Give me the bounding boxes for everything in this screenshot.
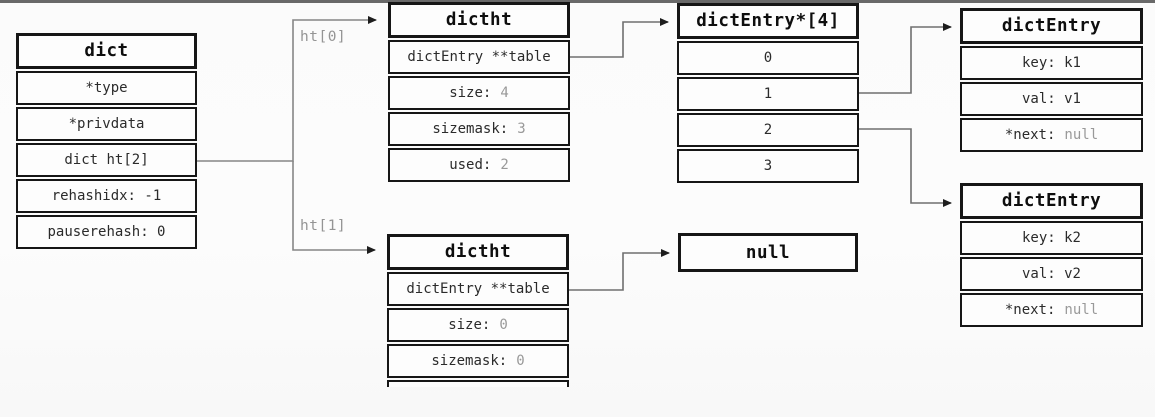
dictht1-node: dictht dictEntry **table size: 0 sizemas… <box>387 234 569 387</box>
connector-slot2-to-entry2 <box>858 128 952 207</box>
dictht1-row-size: size: 0 <box>387 308 569 342</box>
entry2-row-val: val: v2 <box>960 257 1143 291</box>
row-label: size: <box>449 85 492 101</box>
dictht0-row-table: dictEntry **table <box>388 40 570 74</box>
row-value: null <box>1064 127 1099 143</box>
entry1-row-val: val: v1 <box>960 82 1143 116</box>
null-title: null <box>678 233 858 272</box>
entry-array-slot-3: 3 <box>677 149 859 183</box>
entry-array-slot-0: 0 <box>677 41 859 75</box>
dict-row-rehashidx: rehashidx: -1 <box>16 179 197 213</box>
ht0-label: ht[0] <box>300 29 347 45</box>
connector-table1-to-null <box>569 249 670 291</box>
dictht1-partial-row <box>387 380 569 387</box>
dict-node: dict *type *privdata dict ht[2] rehashid… <box>16 33 197 249</box>
connector-table0-to-entry-array <box>570 18 669 58</box>
dict-row-ht: dict ht[2] <box>16 143 197 177</box>
row-label: *next: <box>1004 127 1056 143</box>
dictht0-title: dictht <box>388 2 570 38</box>
entry1-title: dictEntry <box>960 8 1143 44</box>
connector-dict-to-dictht0 <box>197 16 377 162</box>
dictht0-row-size: size: 4 <box>388 76 570 110</box>
row-label: sizemask: <box>432 121 509 137</box>
entry2-title: dictEntry <box>960 183 1143 219</box>
entry-array-node: dictEntry*[4] 0 1 2 3 <box>677 3 859 183</box>
entry1-node: dictEntry key: k1 val: v1 *next: null <box>960 8 1143 152</box>
row-value: 0 <box>516 353 525 369</box>
dictht0-row-used: used: 2 <box>388 148 570 182</box>
row-label: *next: <box>1004 302 1056 318</box>
row-value: 3 <box>517 121 526 137</box>
entry2-row-key: key: k2 <box>960 221 1143 255</box>
entry1-row-key: key: k1 <box>960 46 1143 80</box>
entry2-row-next: *next: null <box>960 293 1143 327</box>
row-label: used: <box>449 157 492 173</box>
dict-row-pauserehash: pauserehash: 0 <box>16 215 197 249</box>
entry-array-title: dictEntry*[4] <box>677 3 859 39</box>
dict-row-type: *type <box>16 71 197 105</box>
connector-slot1-to-entry1 <box>858 23 952 94</box>
dictht0-row-sizemask: sizemask: 3 <box>388 112 570 146</box>
row-value: 2 <box>500 157 509 173</box>
row-label: size: <box>448 317 491 333</box>
dict-title: dict <box>16 33 197 69</box>
row-value: null <box>1064 302 1099 318</box>
connector-dict-to-dictht1 <box>292 161 376 254</box>
dictht1-row-sizemask: sizemask: 0 <box>387 344 569 378</box>
entry-array-slot-2: 2 <box>677 113 859 147</box>
dictht1-row-table: dictEntry **table <box>387 272 569 306</box>
dict-row-privdata: *privdata <box>16 107 197 141</box>
entry-array-slot-1: 1 <box>677 77 859 111</box>
null-node: null <box>678 233 858 272</box>
ht1-label: ht[1] <box>300 218 347 234</box>
entry2-node: dictEntry key: k2 val: v2 *next: null <box>960 183 1143 327</box>
row-label: sizemask: <box>431 353 508 369</box>
dictht0-node: dictht dictEntry **table size: 4 sizemas… <box>388 2 570 182</box>
row-value: 0 <box>499 317 508 333</box>
dictht1-title: dictht <box>387 234 569 270</box>
top-edge-artifact <box>0 0 1155 3</box>
entry1-row-next: *next: null <box>960 118 1143 152</box>
row-value: 4 <box>500 85 509 101</box>
